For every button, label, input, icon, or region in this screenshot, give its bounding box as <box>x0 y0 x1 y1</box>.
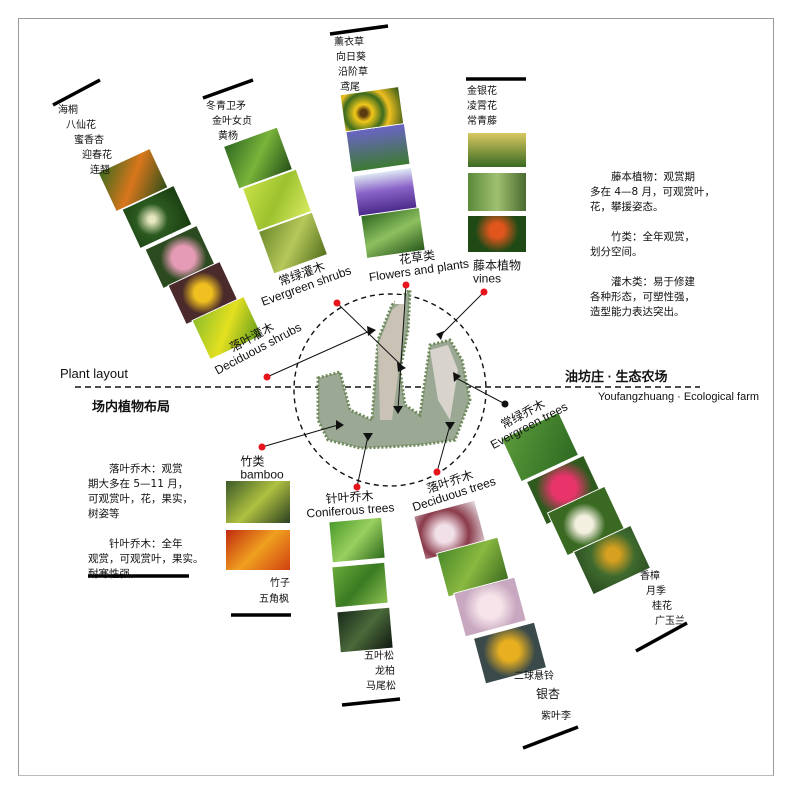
plant-name: 五角枫 <box>259 594 289 605</box>
plant-name: 八仙花 <box>66 120 96 131</box>
plant-name: 广玉兰 <box>655 616 685 627</box>
photo-iris <box>346 124 410 172</box>
plant-name: 沿阶草 <box>338 67 368 78</box>
bar <box>52 78 101 107</box>
marker-dot <box>433 468 441 476</box>
plant-name: 银杏 <box>536 687 561 701</box>
plant-name: 连翘 <box>90 165 110 176</box>
title-bars <box>52 24 688 750</box>
farm-title-cn: 油坊庄 · 生态农场 <box>565 369 668 384</box>
photo-trumpet-vine <box>468 173 526 211</box>
marker-dot <box>333 299 341 307</box>
note-left: 落叶乔木：观赏 期大多在 5—11 月， 可观赏叶，花，果实， 树姿等 针叶乔木… <box>88 463 204 580</box>
note-right: 藤本植物：观赏期 多在 4—8 月，可观赏叶， 花，攀援姿态。 竹类：全年观赏，… <box>590 171 716 318</box>
plant-name: 鸢尾 <box>340 82 360 93</box>
marker-dot <box>353 483 361 491</box>
plant-layout-title: Plant layout <box>60 366 128 381</box>
bar <box>329 24 389 36</box>
plant-name: 紫叶李 <box>541 711 571 722</box>
arrowheads <box>336 326 461 441</box>
plant-name: 桂花 <box>652 601 672 612</box>
plant-name: 冬青卫矛 <box>206 101 246 112</box>
plant-name: 竹子 <box>270 578 290 589</box>
photo-honeysuckle <box>468 133 526 167</box>
photo-ivy <box>468 216 526 252</box>
farm-title-en: Youfangzhuang · Ecological farm <box>598 391 760 403</box>
plant-name: 蜜香杏 <box>74 135 104 146</box>
marker-dot <box>263 373 271 381</box>
plant-name: 香樟 <box>640 571 660 582</box>
photo-pine2 <box>332 562 388 608</box>
photo-pine1 <box>329 517 385 563</box>
markers <box>258 281 509 491</box>
plant-name: 二球悬铃 <box>514 671 554 682</box>
plant-layout-title-cn: 场内植物布局 <box>92 399 171 414</box>
bar <box>522 725 579 750</box>
plant-name: 金银花 <box>467 86 497 97</box>
photo-pine3 <box>337 607 393 653</box>
plant-name: 常青藤 <box>467 116 497 127</box>
marker-dot <box>501 400 509 408</box>
focus-circle <box>293 293 487 487</box>
plant-name: 海桐 <box>58 105 78 116</box>
marker-dot <box>480 288 488 296</box>
marker-dot <box>258 443 266 451</box>
plant-name: 凌霄花 <box>467 101 497 112</box>
photo-maple <box>226 530 290 570</box>
plant-name: 月季 <box>646 586 666 597</box>
plant-name: 迎春花 <box>82 150 112 161</box>
marker-dot <box>402 281 410 289</box>
plant-name: 薰衣草 <box>334 37 364 48</box>
plant-name: 黄杨 <box>218 131 238 142</box>
plant-name: 龙柏 <box>375 666 395 677</box>
plant-name: 马尾松 <box>366 681 396 692</box>
photo-bamboo <box>226 481 290 523</box>
site-plan <box>316 286 472 450</box>
frame <box>18 18 774 776</box>
bar <box>341 697 401 707</box>
plant-name: 向日葵 <box>336 52 366 63</box>
bar <box>202 78 254 100</box>
plant-name: 金叶女贞 <box>212 116 252 127</box>
bar <box>635 621 688 653</box>
plant-name: 五叶松 <box>364 651 394 662</box>
